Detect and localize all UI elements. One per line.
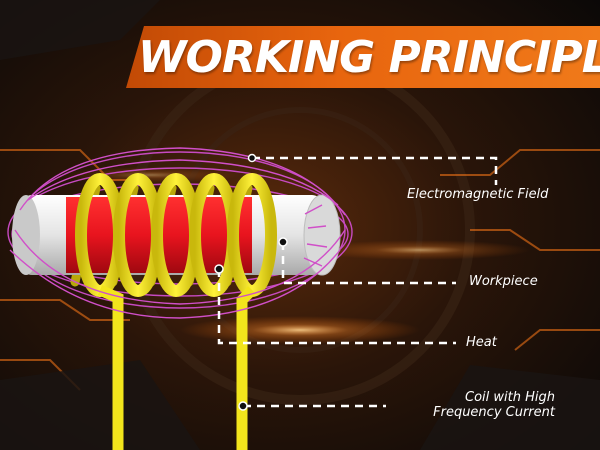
page-title: WORKING PRINCIPLE [138, 32, 600, 83]
title-banner [126, 26, 600, 88]
callout-dots [214, 153, 288, 411]
callout-lines [217, 156, 498, 408]
label-coil-line1: Coil with High [465, 390, 555, 405]
label-heat: Heat [466, 335, 497, 350]
coil-leads [97, 284, 256, 450]
label-coil: Coil with High Frequency Current [415, 390, 555, 420]
label-electromagnetic-field: Electromagnetic Field [407, 187, 549, 202]
label-workpiece: Workpiece [469, 274, 538, 289]
label-coil-line2: Frequency Current [433, 405, 555, 420]
